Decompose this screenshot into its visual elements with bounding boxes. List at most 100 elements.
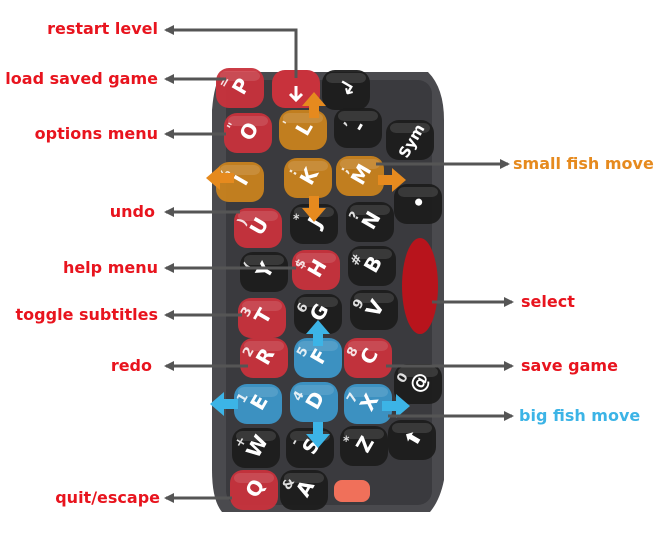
- key-e-cap: [234, 384, 282, 424]
- key-at[interactable]: @0: [394, 364, 442, 404]
- arrow-down-blue-icon: [306, 422, 330, 448]
- key-o[interactable]: O": [224, 113, 272, 153]
- key-z-shine: [344, 429, 384, 439]
- key-w-shine: [236, 431, 276, 441]
- space-key[interactable]: [334, 480, 370, 502]
- key-r-shine: [244, 341, 284, 351]
- key-g-cap: [294, 294, 342, 334]
- label-select: select: [521, 292, 575, 311]
- key-y[interactable]: Y(: [240, 252, 288, 292]
- label-restart-level: restart level: [47, 19, 158, 38]
- label-redo: redo: [110, 356, 152, 375]
- arrow-restart: [164, 25, 298, 78]
- label-help-menu: help menu: [62, 258, 158, 277]
- key-at-cap: [394, 364, 442, 404]
- key-dash[interactable]: -,: [334, 108, 382, 148]
- key-b[interactable]: B#: [348, 246, 396, 286]
- key-l-alt-glyph: ': [280, 119, 295, 130]
- key-m[interactable]: M;: [336, 156, 384, 196]
- key-enter[interactable]: ↲: [322, 70, 370, 110]
- key-u[interactable]: U): [234, 208, 282, 248]
- key-at-shine: [398, 367, 438, 377]
- key-shift[interactable]: ⬆: [388, 420, 436, 460]
- label-small-fish-move: small fish move: [513, 154, 654, 173]
- key-i-shine: [220, 165, 260, 175]
- key-q-cap: [230, 470, 278, 510]
- key-p[interactable]: P=: [216, 68, 264, 108]
- key-w[interactable]: W+: [232, 428, 280, 468]
- arrow-down-orange-icon: [302, 196, 326, 222]
- key-k-shine: [288, 161, 328, 171]
- key-enter-shine: [326, 73, 366, 83]
- label-quit-escape: quit/escape: [55, 488, 160, 507]
- key-dash-alt-glyph: ,: [335, 116, 350, 128]
- label-undo: undo: [109, 202, 155, 221]
- key-d[interactable]: D4: [290, 382, 338, 422]
- key-w-cap: [232, 428, 280, 468]
- arrow-right-blue-icon: [382, 394, 410, 418]
- key-j-cap: [290, 204, 338, 244]
- key-x[interactable]: X7: [344, 384, 392, 424]
- key-n[interactable]: N?: [346, 202, 394, 242]
- key-g-shine: [298, 297, 338, 307]
- key-c-cap: [344, 338, 392, 378]
- key-n-cap: [346, 202, 394, 242]
- key-z-cap: [340, 426, 388, 466]
- key-q[interactable]: Q: [230, 470, 278, 510]
- key-o-cap: [224, 113, 272, 153]
- key-l[interactable]: L': [279, 110, 327, 150]
- key-dash-cap: [334, 108, 382, 148]
- key-p-cap: [216, 68, 264, 108]
- key-y-shine: [244, 255, 284, 265]
- key-p-shine: [220, 71, 260, 81]
- arrow-left-blue-icon: [210, 392, 238, 416]
- key-sym[interactable]: Sym: [386, 120, 434, 161]
- key-t-cap: [238, 298, 286, 338]
- label-options-menu: options menu: [34, 124, 158, 143]
- big-fish-arrows: [210, 320, 410, 448]
- key-r[interactable]: R2: [240, 338, 288, 378]
- key-v-cap: [350, 290, 398, 330]
- key-dot-shine: [398, 187, 438, 197]
- key-f-cap: [294, 338, 342, 378]
- key-sym-shine: [390, 123, 430, 133]
- arrow-right-orange-icon: [378, 168, 406, 192]
- key-enter-cap: [322, 70, 370, 110]
- key-b-shine: [352, 249, 392, 259]
- key-shift-shine: [392, 423, 432, 433]
- key-i-cap: [216, 162, 264, 202]
- key-e-shine: [238, 387, 278, 397]
- key-a-shine: [284, 473, 324, 483]
- key-h[interactable]: H$: [292, 250, 340, 290]
- key-dot[interactable]: •: [394, 184, 442, 224]
- key-t-shine: [242, 301, 282, 311]
- key-u-cap: [234, 208, 282, 248]
- key-v[interactable]: V9: [350, 290, 398, 330]
- key-d-cap: [290, 382, 338, 422]
- key-x-shine: [348, 387, 388, 397]
- restart-key-arrow-icon: [288, 86, 304, 103]
- key-n-shine: [350, 205, 390, 215]
- key-t[interactable]: T3: [238, 298, 286, 338]
- key-c-shine: [348, 341, 388, 351]
- key-d-shine: [294, 385, 334, 395]
- label-toggle-subtitles: toggle subtitles: [15, 305, 158, 324]
- key-dash-shine: [338, 111, 378, 121]
- key-k[interactable]: K:: [284, 158, 332, 198]
- key-m-cap: [336, 156, 384, 196]
- label-load-saved-game: load saved game: [5, 69, 158, 88]
- key-z[interactable]: Z*: [340, 426, 388, 466]
- key-e[interactable]: E1: [234, 384, 282, 424]
- key-a[interactable]: A&: [280, 470, 328, 510]
- key-c[interactable]: C8: [344, 338, 392, 378]
- key-sym-cap: [386, 120, 434, 160]
- arrow-up-blue-icon: [306, 320, 330, 346]
- key-h-shine: [296, 253, 336, 263]
- select-key[interactable]: [402, 238, 438, 334]
- keys-layer: P=↲O"L'-,SymI%K:M;•U)J*N?Y(H$B#T3G6V9R2F…: [215, 68, 442, 510]
- key-q-shine: [234, 473, 274, 483]
- key-o-shine: [228, 116, 268, 126]
- key-g[interactable]: G6: [294, 294, 342, 334]
- key-k-cap: [284, 158, 332, 198]
